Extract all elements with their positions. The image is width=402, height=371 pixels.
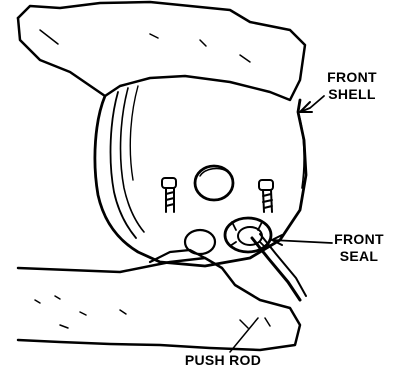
right-mounting-stud bbox=[259, 180, 273, 212]
front-shell-label: FRONT SHELL bbox=[319, 69, 385, 103]
front-shell-label-line2: SHELL bbox=[319, 86, 385, 103]
push-rod-shaft-edge bbox=[260, 234, 306, 296]
shell-curve-right bbox=[298, 112, 304, 188]
lower-hand-texture-2 bbox=[240, 318, 270, 328]
push-rod-label: PUSH ROD bbox=[168, 352, 278, 369]
front-seal-label-line2: SEAL bbox=[326, 248, 392, 265]
upper-hand-crease-4 bbox=[240, 55, 250, 62]
left-mounting-stud bbox=[162, 178, 176, 212]
shell-rim-3 bbox=[130, 86, 138, 180]
upper-hand-crease-1 bbox=[40, 30, 58, 44]
upper-hand-lower-edge bbox=[18, 18, 105, 96]
lower-hand-outline bbox=[18, 258, 300, 350]
upper-hand-crease-3 bbox=[150, 34, 158, 38]
front-seal-label-line1: FRONT bbox=[326, 231, 392, 248]
front-seal-leader bbox=[272, 240, 332, 243]
upper-hand-crease-2 bbox=[200, 40, 206, 46]
front-shell-label-line1: FRONT bbox=[319, 69, 385, 86]
front-seal-label: FRONT SEAL bbox=[326, 231, 392, 265]
shell-rim-2 bbox=[121, 88, 144, 232]
push-rod-shaft bbox=[252, 238, 300, 300]
lower-hand-texture-1 bbox=[35, 296, 126, 328]
upper-hand-outline bbox=[18, 2, 305, 100]
